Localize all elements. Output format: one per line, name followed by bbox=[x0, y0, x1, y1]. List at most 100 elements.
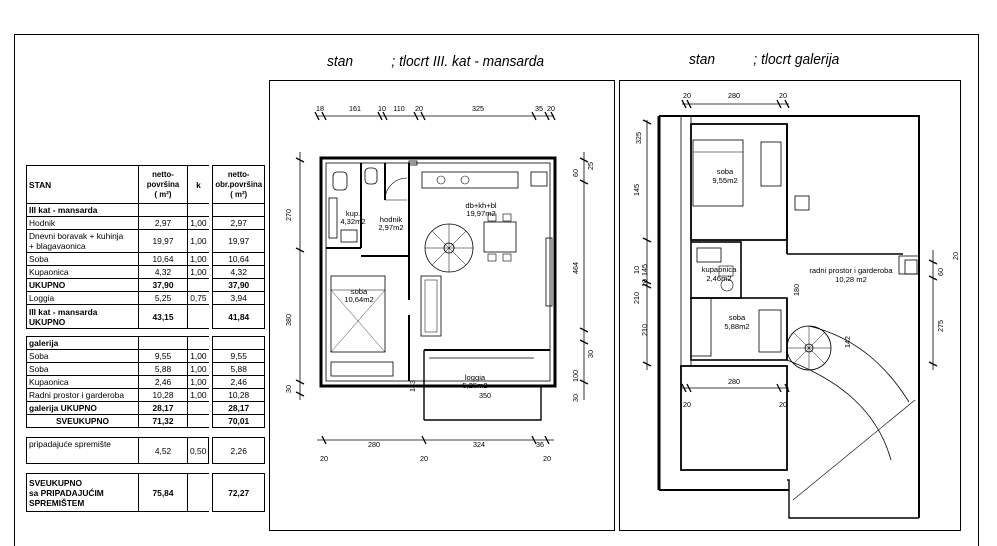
total-value: 37,90 bbox=[212, 278, 266, 292]
dimension-label: 280 bbox=[728, 377, 740, 386]
row-value: 4,52 bbox=[138, 437, 188, 464]
dimension-label: 325 bbox=[634, 132, 643, 144]
dimension-label: 20 bbox=[320, 454, 328, 463]
dimension-label: 20 bbox=[779, 91, 787, 100]
total-value: 72,27 bbox=[212, 473, 266, 512]
dimension-label: 464 bbox=[571, 262, 580, 274]
dimension-label: 280 bbox=[728, 91, 740, 100]
total-value: 43,15 bbox=[138, 304, 188, 329]
row-k: 1,00 bbox=[186, 252, 209, 266]
plan-frame-left bbox=[269, 80, 615, 531]
dimension-label: 30 bbox=[571, 394, 580, 402]
room-name: soba bbox=[729, 313, 746, 322]
dimension-label: 10 bbox=[632, 266, 641, 274]
dimension-label: 280 bbox=[368, 440, 380, 449]
total-label: UKUPNO bbox=[26, 278, 139, 292]
dimension-label: 100 bbox=[571, 370, 580, 382]
total-label: III kat - mansarda UKUPNO bbox=[26, 304, 139, 329]
row-value: 19,97 bbox=[212, 229, 266, 253]
row-k: 0,75 bbox=[186, 291, 209, 305]
dimension-label: 350 bbox=[479, 391, 491, 400]
dimension-label: 20 bbox=[547, 104, 555, 113]
row-k: 1,00 bbox=[186, 375, 209, 389]
row-value: 19,97 bbox=[138, 229, 188, 253]
dimension-label: 20 bbox=[951, 252, 960, 260]
dimension-label: 380 bbox=[284, 314, 293, 326]
row-value: 5,25 bbox=[138, 291, 188, 305]
row-label: Kupaonica bbox=[26, 265, 139, 279]
section-title: galerija bbox=[26, 336, 139, 350]
total-value: 41,84 bbox=[212, 304, 266, 329]
dimension-label: 20 bbox=[420, 454, 428, 463]
total-value: 71,32 bbox=[138, 414, 188, 428]
dimension-label: 36 bbox=[536, 440, 544, 449]
room-name: radni prostor i garderoba bbox=[809, 266, 893, 275]
room-name: loggia bbox=[465, 373, 486, 382]
dimension-label: 10 bbox=[378, 104, 386, 113]
row-label: Dnevni boravak + kuhinja + blagavaonica bbox=[26, 229, 139, 253]
total-label: galerija UKUPNO bbox=[26, 401, 139, 415]
room-area: 19,97m2 bbox=[466, 209, 496, 218]
row-value: 2,46 bbox=[138, 375, 188, 389]
room-area: 10,64m2 bbox=[344, 295, 374, 304]
dimension-label: 20 bbox=[683, 400, 691, 409]
room-name: hodnik bbox=[380, 215, 403, 224]
row-value: 3,94 bbox=[212, 291, 266, 305]
row-value: 2,97 bbox=[212, 216, 266, 230]
dimension-label: 145 bbox=[632, 184, 641, 196]
room-area: 2,97m2 bbox=[378, 223, 403, 232]
total-value: 75,84 bbox=[138, 473, 188, 512]
row-label: Soba bbox=[26, 252, 139, 266]
dimension-label: 210 bbox=[632, 292, 641, 304]
dimension-label: 145 bbox=[640, 264, 649, 276]
section-title: III kat - mansarda bbox=[26, 203, 139, 217]
room-area: 4,32m2 bbox=[340, 217, 365, 226]
row-value: 5,88 bbox=[212, 362, 266, 376]
row-value: 2,97 bbox=[138, 216, 188, 230]
room-name: db+kh+bl bbox=[465, 201, 497, 210]
total-value: 37,90 bbox=[138, 278, 188, 292]
room-area: 5,25m2 bbox=[462, 381, 487, 390]
dimension-label: 270 bbox=[284, 209, 293, 221]
row-k: 1,00 bbox=[186, 362, 209, 376]
dimension-label: 35 bbox=[535, 104, 543, 113]
row-label: Kupaonica bbox=[26, 375, 139, 389]
dimension-label: 143 bbox=[408, 380, 417, 392]
header-stan: STAN bbox=[26, 165, 139, 204]
dimension-label: 20 bbox=[543, 454, 551, 463]
dimension-label: 18 bbox=[316, 104, 324, 113]
row-value: 10,64 bbox=[212, 252, 266, 266]
dimension-label: 110 bbox=[393, 104, 404, 113]
row-k: 0,50 bbox=[186, 437, 210, 464]
plan-frame-right bbox=[619, 80, 961, 531]
row-label: Hodnik bbox=[26, 216, 139, 230]
row-value: 10,64 bbox=[138, 252, 188, 266]
row-value: 4,32 bbox=[138, 265, 188, 279]
total-value: 28,17 bbox=[138, 401, 188, 415]
row-value: 2,46 bbox=[212, 375, 266, 389]
dimension-label: 10 bbox=[640, 279, 649, 287]
title-right: stan ; tlocrt galerija bbox=[689, 51, 840, 68]
total-label: SVEUKUPNO bbox=[26, 414, 139, 428]
room-area: 2,46m2 bbox=[706, 274, 731, 283]
room-name: soba bbox=[717, 167, 734, 176]
row-label: Soba bbox=[26, 349, 139, 363]
row-value: 5,88 bbox=[138, 362, 188, 376]
dimension-label: 325 bbox=[472, 104, 484, 113]
dimension-label: 60 bbox=[571, 169, 580, 177]
room-area: 10,28 m2 bbox=[835, 275, 867, 284]
title-left: stan ; tlocrt III. kat - mansarda bbox=[327, 53, 545, 70]
dimension-label: 60 bbox=[936, 268, 945, 276]
dimension-label: 142 bbox=[843, 336, 852, 348]
row-value: 10,28 bbox=[212, 388, 266, 402]
row-label: Loggia bbox=[26, 291, 139, 305]
row-k: 1,00 bbox=[186, 388, 209, 402]
